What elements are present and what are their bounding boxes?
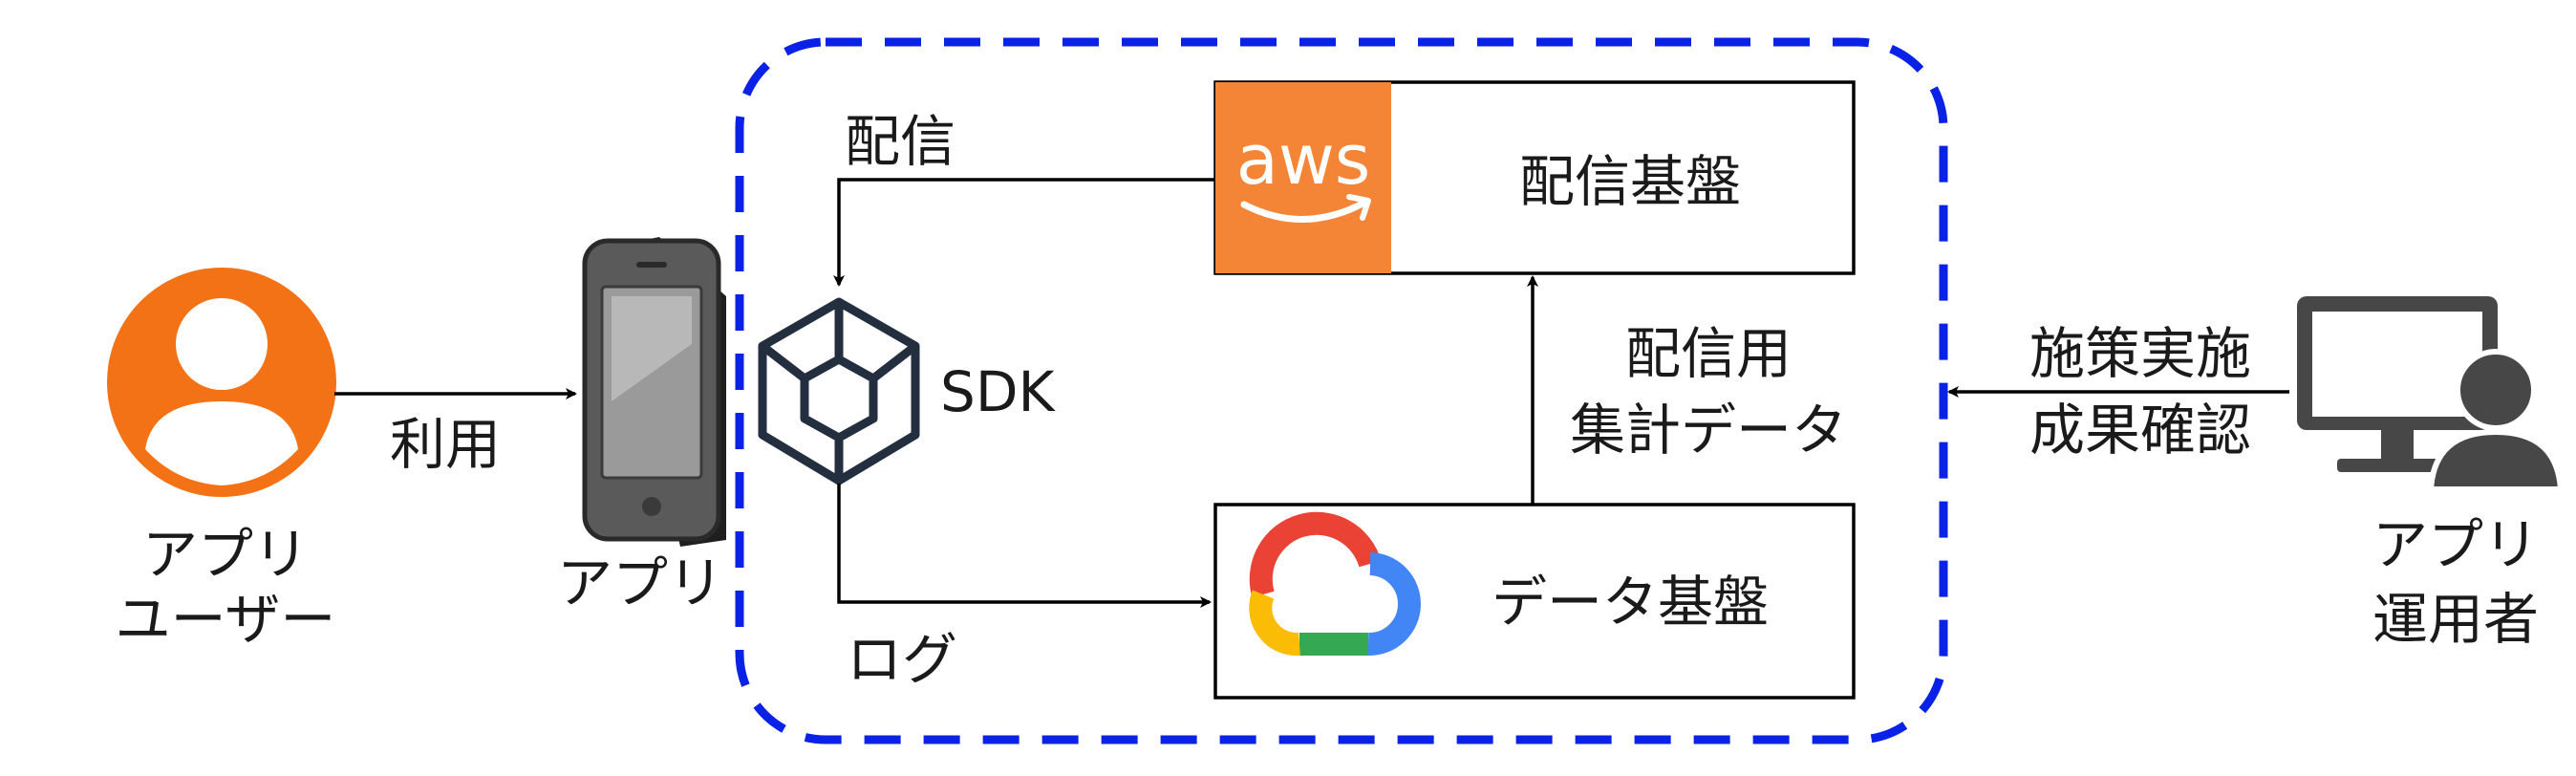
app-operator-label-line2: 運用者 [2372, 587, 2539, 652]
operation-label-line1: 施策実施 [2029, 321, 2251, 386]
user-icon [107, 268, 336, 497]
app-label: アプリ [557, 550, 723, 615]
app-user-label-line2: ユーザー [116, 587, 336, 652]
system-boundary [735, 37, 1948, 744]
app-operator-label-line1: アプリ [2372, 512, 2539, 577]
delivery-platform-label: 配信基盤 [1519, 149, 1741, 214]
smartphone-icon [582, 237, 726, 547]
data-platform-box [1213, 503, 1856, 700]
data-platform-label: データ基盤 [1492, 570, 1769, 635]
operator-monitor-icon [2297, 296, 2565, 492]
aggregated-data-label-line2: 集計データ [1570, 398, 1847, 463]
aws-logo: aws [1215, 82, 1391, 273]
distribute-arrow [833, 178, 1215, 287]
operation-label-line2: 成果確認 [2029, 398, 2251, 463]
app-user-label-line1: アプリ [142, 522, 309, 587]
google-cloud-icon [1249, 511, 1421, 657]
aws-logo-text: aws [1236, 119, 1371, 200]
use-label: 利用 [390, 412, 501, 477]
aggregated-data-label-line1: 配信用 [1625, 321, 1792, 386]
log-label: ログ [847, 627, 957, 692]
log-arrow [837, 484, 1212, 608]
distribute-label: 配信 [845, 109, 955, 174]
sdk-cube-icon [758, 297, 920, 485]
sdk-label: SDK [940, 359, 1056, 424]
